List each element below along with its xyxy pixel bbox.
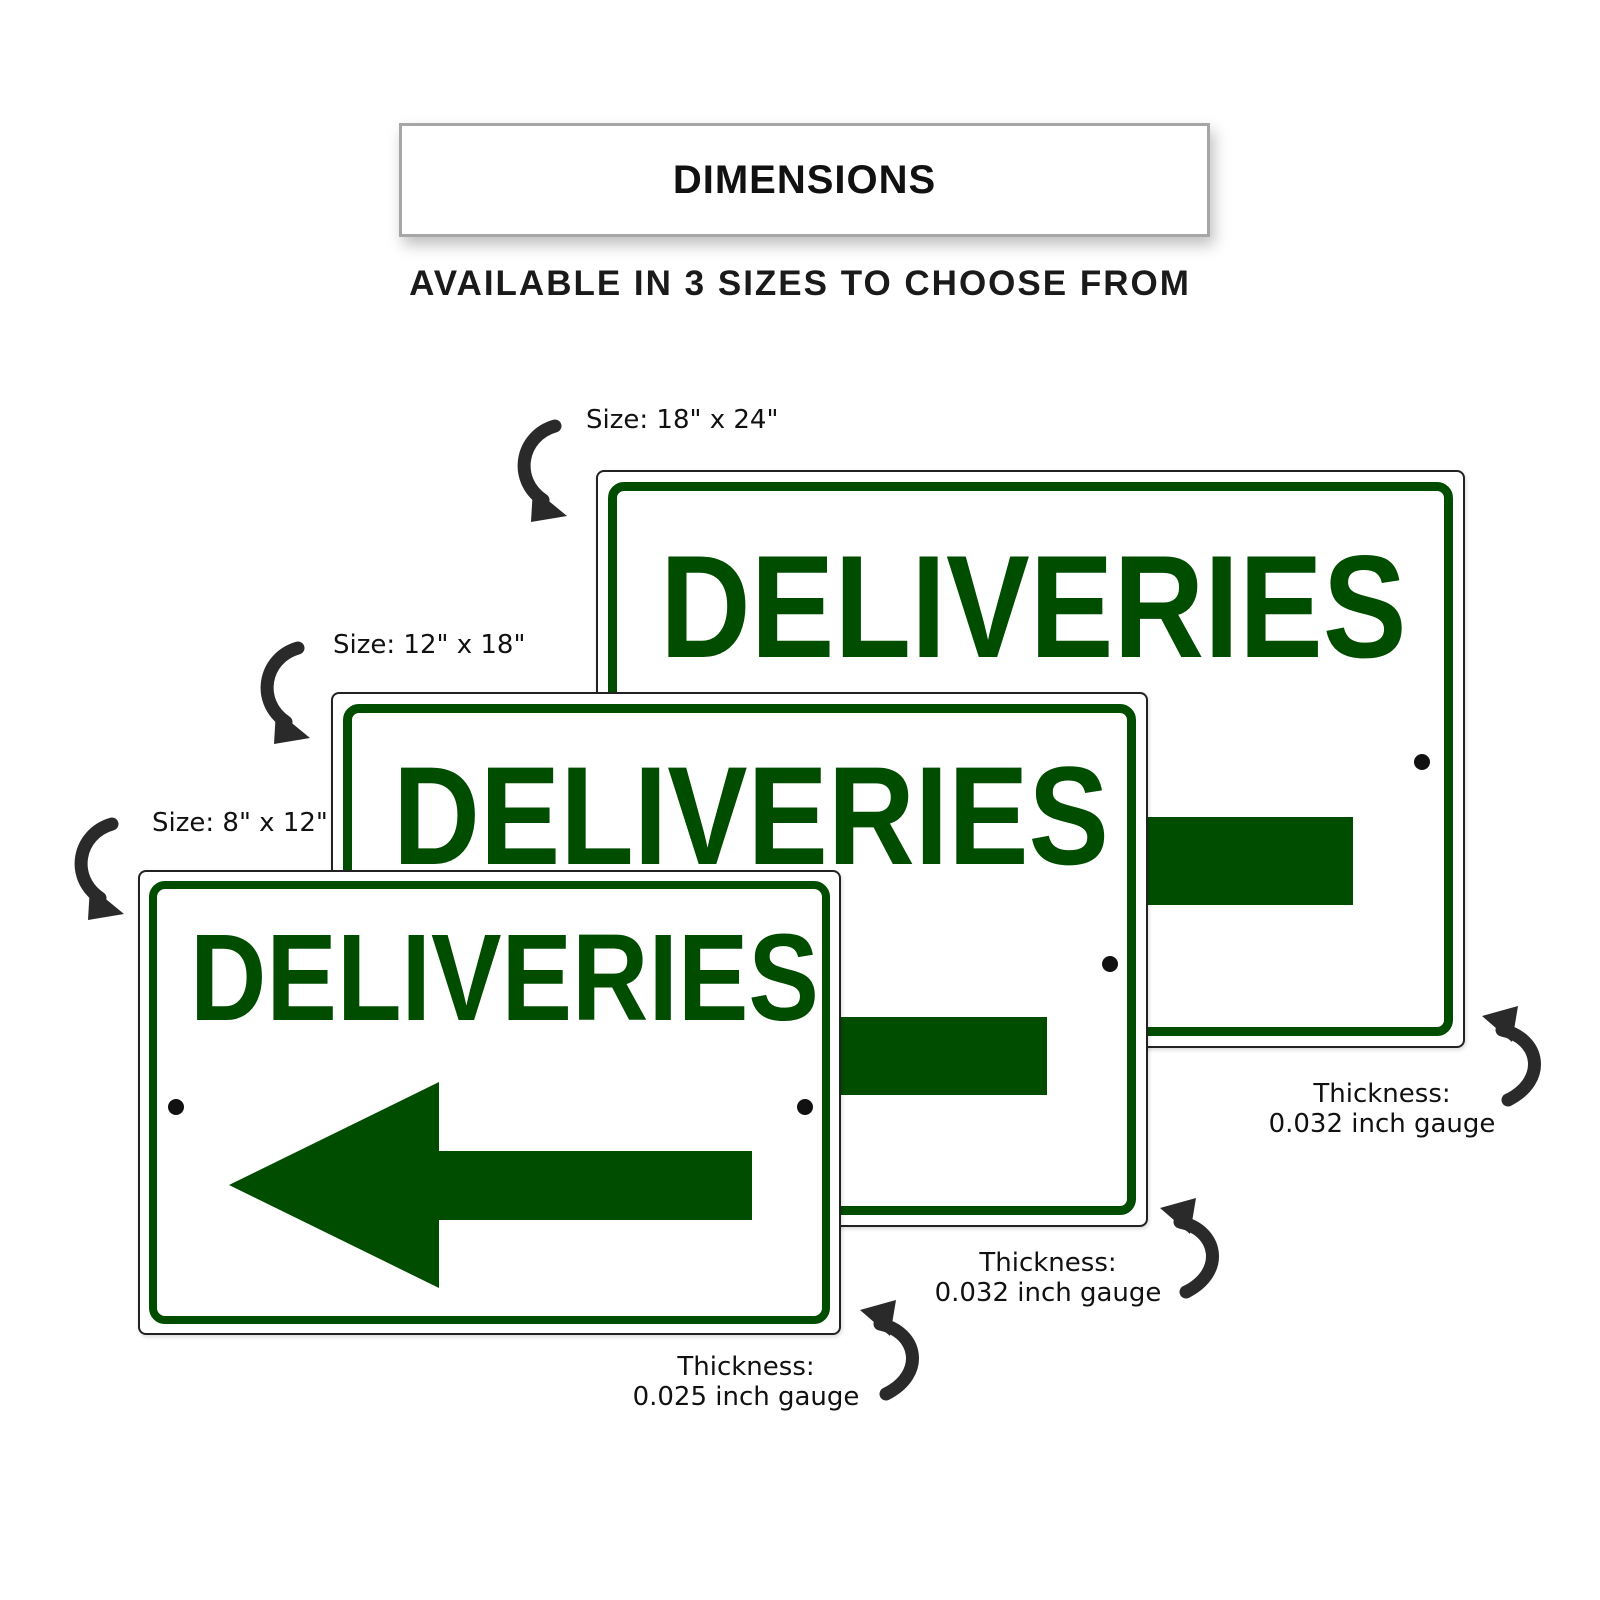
dimensions-title: DIMENSIONS [672,157,937,202]
sign-small-border [149,881,830,1324]
sizes-subtitle: AVAILABLE IN 3 SIZES TO CHOOSE FROM [409,264,1191,303]
thickness-label-small: Thickness: 0.025 inch gauge [626,1352,866,1413]
curved-arrow-icon [1160,1198,1219,1299]
thickness-heading: Thickness: [979,1248,1117,1278]
left-arrow-icon [229,1082,752,1288]
size-label-small: Size: 8" x 12" [152,808,328,838]
sign-medium-text: DELIVERIES [393,737,1109,894]
size-label-large: Size: 18" x 24" [586,405,779,435]
thickness-label-large: Thickness: 0.032 inch gauge [1262,1079,1502,1140]
sign-small-text: DELIVERIES [190,910,819,1047]
curved-arrow-icon [74,817,124,920]
size-label-medium: Size: 12" x 18" [333,630,526,660]
curved-arrow-icon [860,1300,919,1401]
mounting-hole-icon [1102,956,1118,972]
left-arrow-icon [833,1017,1047,1095]
gauge-value: 0.032 inch gauge [934,1277,1162,1308]
mounting-hole-icon [168,1099,184,1115]
thickness-heading: Thickness: [677,1352,815,1382]
gauge-value: 0.032 inch gauge [1268,1108,1496,1139]
dimensions-header-box: DIMENSIONS [399,123,1210,237]
thickness-label-medium: Thickness: 0.032 inch gauge [928,1248,1168,1309]
thickness-heading: Thickness: [1313,1079,1451,1109]
left-arrow-icon [1123,817,1353,905]
sign-large-text: DELIVERIES [660,525,1407,688]
curved-arrow-icon [1482,1006,1541,1107]
mounting-hole-icon [1414,754,1430,770]
gauge-value: 0.025 inch gauge [632,1381,860,1412]
curved-arrow-icon [260,641,310,744]
sign-small: DELIVERIES [138,870,841,1335]
curved-arrow-icon [517,419,567,522]
mounting-hole-icon [797,1099,813,1115]
